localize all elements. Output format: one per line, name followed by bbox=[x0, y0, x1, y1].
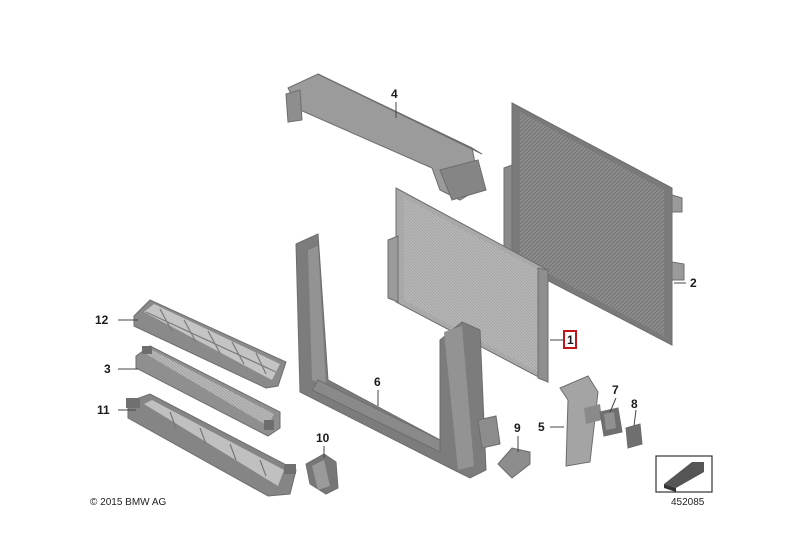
part-3-oil-cooler[interactable] bbox=[135, 345, 281, 437]
callout-10: 10 bbox=[316, 431, 330, 445]
callout-3: 3 bbox=[104, 362, 111, 376]
part-10-bracket[interactable] bbox=[305, 453, 339, 495]
callout-8: 8 bbox=[631, 397, 638, 411]
callout-11: 11 bbox=[97, 403, 110, 417]
callout-5: 5 bbox=[538, 420, 545, 434]
callout-1: 1 bbox=[567, 333, 574, 347]
part-12-guide-grille[interactable] bbox=[133, 299, 287, 389]
callout-4: 4 bbox=[391, 87, 398, 101]
diagram-reference-icon bbox=[655, 455, 713, 493]
callout-1-highlight-box bbox=[563, 330, 577, 349]
callout-labels: 4 2 1 12 3 11 6 5 9 7 8 10 bbox=[95, 87, 697, 445]
callout-2: 2 bbox=[690, 276, 697, 290]
part-4-upper-air-duct[interactable] bbox=[285, 73, 487, 201]
part-7-rubber-mount[interactable] bbox=[599, 407, 623, 437]
part-8-bushing[interactable] bbox=[625, 423, 643, 449]
callout-6: 6 bbox=[374, 375, 381, 389]
callout-7: 7 bbox=[612, 383, 619, 397]
part-5-air-guide[interactable] bbox=[559, 375, 602, 467]
copyright-notice: © 2015 BMW AG bbox=[90, 497, 167, 508]
part-6-carrier-frame[interactable] bbox=[295, 233, 501, 479]
part-11-lower-cooler[interactable] bbox=[126, 393, 297, 497]
diagram-number: 452085 bbox=[671, 497, 705, 508]
callout-leaders bbox=[118, 102, 686, 458]
part-9-mount[interactable] bbox=[497, 447, 531, 479]
callout-9: 9 bbox=[514, 421, 521, 435]
part-1-radiator[interactable] bbox=[387, 187, 549, 383]
callout-12: 12 bbox=[95, 313, 109, 327]
